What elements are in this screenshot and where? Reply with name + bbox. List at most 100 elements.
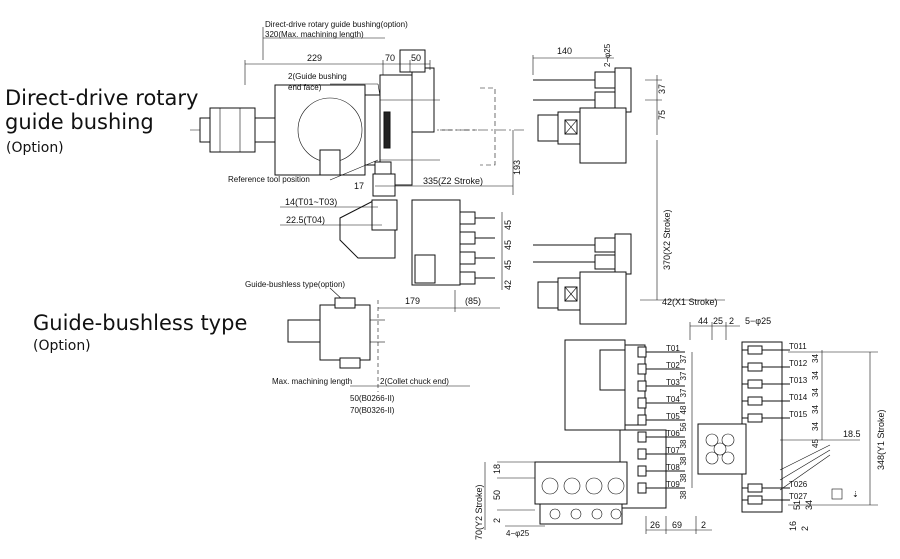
label-37: 37 xyxy=(657,84,667,94)
mid-tool-holder xyxy=(637,380,647,392)
right-tool-holder xyxy=(747,345,763,355)
upper-motor xyxy=(579,107,627,164)
detail-marker xyxy=(831,488,843,500)
guide-bushing-assembly xyxy=(190,49,525,186)
mid-pitch-label: 56 xyxy=(679,422,688,431)
label-gb-end-face-2: end face) xyxy=(288,83,322,92)
label-25: 25 xyxy=(713,316,723,326)
detail-arrow-icon: ⇣ xyxy=(852,490,859,499)
label-b0326: 70(B0326-II) xyxy=(350,406,395,415)
mid-pitch-label: 37 xyxy=(679,371,688,380)
label-2d: 2 xyxy=(800,526,810,531)
mid-pitch-label: 38 xyxy=(679,473,688,482)
title-direct-drive-option: (Option) xyxy=(6,140,64,156)
mid-tool-holder xyxy=(637,482,647,494)
mid-tool-label: T03 xyxy=(666,378,680,387)
right-pitch-label: 34 xyxy=(811,388,820,397)
label-45b: 45 xyxy=(503,240,513,250)
label-193: 193 xyxy=(512,160,522,175)
label-x2: 370(X2 Stroke) xyxy=(662,209,672,270)
mid-tool-label: T05 xyxy=(666,412,680,421)
right-tool-holder xyxy=(747,483,763,493)
mid-tool-holder xyxy=(637,346,647,358)
mid-tool-holder xyxy=(637,465,647,477)
label-229: 229 xyxy=(307,53,322,63)
label-max-len-320: 320(Max. machining length) xyxy=(265,30,364,39)
label-ref-tool: Reference tool position xyxy=(228,175,310,184)
mid-tool-label: T09 xyxy=(666,480,680,489)
label-18: 18 xyxy=(492,464,502,474)
x-strokes: 370(X2 Stroke) 42(X1 Stroke) xyxy=(640,140,725,307)
label-gbless-option: Guide-bushless type(option) xyxy=(245,280,345,289)
right-pitch-label: 34 xyxy=(811,371,820,380)
label-42a: 42 xyxy=(503,280,513,290)
label-phi25-top: 2−φ25 xyxy=(603,43,612,67)
label-85: (85) xyxy=(465,296,481,306)
label-2b: 2 xyxy=(492,518,502,523)
right-tool-label: T027 xyxy=(789,492,808,501)
mid-tool-label: T06 xyxy=(666,429,680,438)
right-tool-label: T012 xyxy=(789,359,808,368)
label-179: 179 xyxy=(405,296,420,306)
label-18-5: 18.5 xyxy=(843,429,861,439)
label-x1: 42(X1 Stroke) xyxy=(662,297,718,307)
label-50: 50 xyxy=(411,53,421,63)
label-b0266: 50(B0266-II) xyxy=(350,394,395,403)
right-tool-label: T015 xyxy=(789,410,808,419)
mid-pitch-label: 37 xyxy=(679,388,688,397)
label-26: 26 xyxy=(650,520,660,530)
right-pitch-label: 34 xyxy=(811,354,820,363)
right-tool-holder xyxy=(747,379,763,389)
title-direct-drive-line1: Direct-drive rotary xyxy=(5,86,199,110)
mid-tool-label: T07 xyxy=(666,446,680,455)
label-y2: 70(Y2 Stroke) xyxy=(474,484,484,540)
label-45c: 45 xyxy=(503,260,513,270)
right-tool-label: T013 xyxy=(789,376,808,385)
title-direct-drive-line2: guide bushing xyxy=(5,110,154,135)
mid-tool-label: T01 xyxy=(666,344,680,353)
mid-tool-holder xyxy=(637,431,647,443)
guide-bushless-assembly: Guide-bushless type(option) Max. machini… xyxy=(245,280,470,415)
label-phi25-4: 4−φ25 xyxy=(506,529,530,538)
label-44: 44 xyxy=(698,316,708,326)
label-2a: 2 xyxy=(729,316,734,326)
right-tool-label: T011 xyxy=(789,342,807,351)
mid-tool-rows: T01T02T03T04T05T06T07T08T093737374856383… xyxy=(637,344,693,500)
right-pitch-label: 45 xyxy=(811,439,820,448)
top-dimensions: Direct-drive rotary guide bushing(option… xyxy=(244,20,431,97)
reference-tool-area: Reference tool position 17 335(Z2 Stroke… xyxy=(228,130,522,259)
mid-pitch-label: 38 xyxy=(679,439,688,448)
mid-tool-label: T02 xyxy=(666,361,680,370)
mid-tool-label: T04 xyxy=(666,395,680,404)
label-51: 51 xyxy=(792,500,802,510)
label-34b: 34 xyxy=(804,500,814,510)
label-max-len: Max. machining length xyxy=(272,377,352,386)
collet-housing xyxy=(319,304,371,361)
label-gb-end-face-1: 2(Guide bushing xyxy=(288,72,347,81)
tool-holder xyxy=(372,173,396,197)
label-t01-t03: 14(T01~T03) xyxy=(285,197,337,207)
mid-tool-holder xyxy=(637,363,647,375)
label-z2: 335(Z2 Stroke) xyxy=(423,176,483,186)
label-collet-end: 2(Collet chuck end) xyxy=(380,377,449,386)
callout-lines xyxy=(779,444,831,491)
title-guide-bushless-option: (Option) xyxy=(33,338,91,354)
mid-pitch-label: 38 xyxy=(679,456,688,465)
right-tool-holder xyxy=(747,396,763,406)
label-2c: 2 xyxy=(701,520,706,530)
label-17: 17 xyxy=(354,181,364,191)
mid-pitch-label: 48 xyxy=(679,405,688,414)
right-pitch-label: 34 xyxy=(811,405,820,414)
gang-tool-layout: 44 25 2 5−φ25 xyxy=(474,316,886,540)
lower-motor xyxy=(579,271,627,325)
cross-drill-unit-lower xyxy=(533,233,632,325)
label-50b: 50 xyxy=(492,490,502,500)
title-direct-drive: Direct-drive rotary guide bushing xyxy=(5,86,198,134)
label-t04: 22.5(T04) xyxy=(286,215,325,225)
mid-pitch-label: 38 xyxy=(679,490,688,499)
right-tool-holder xyxy=(747,495,763,505)
label-75: 75 xyxy=(657,110,667,120)
